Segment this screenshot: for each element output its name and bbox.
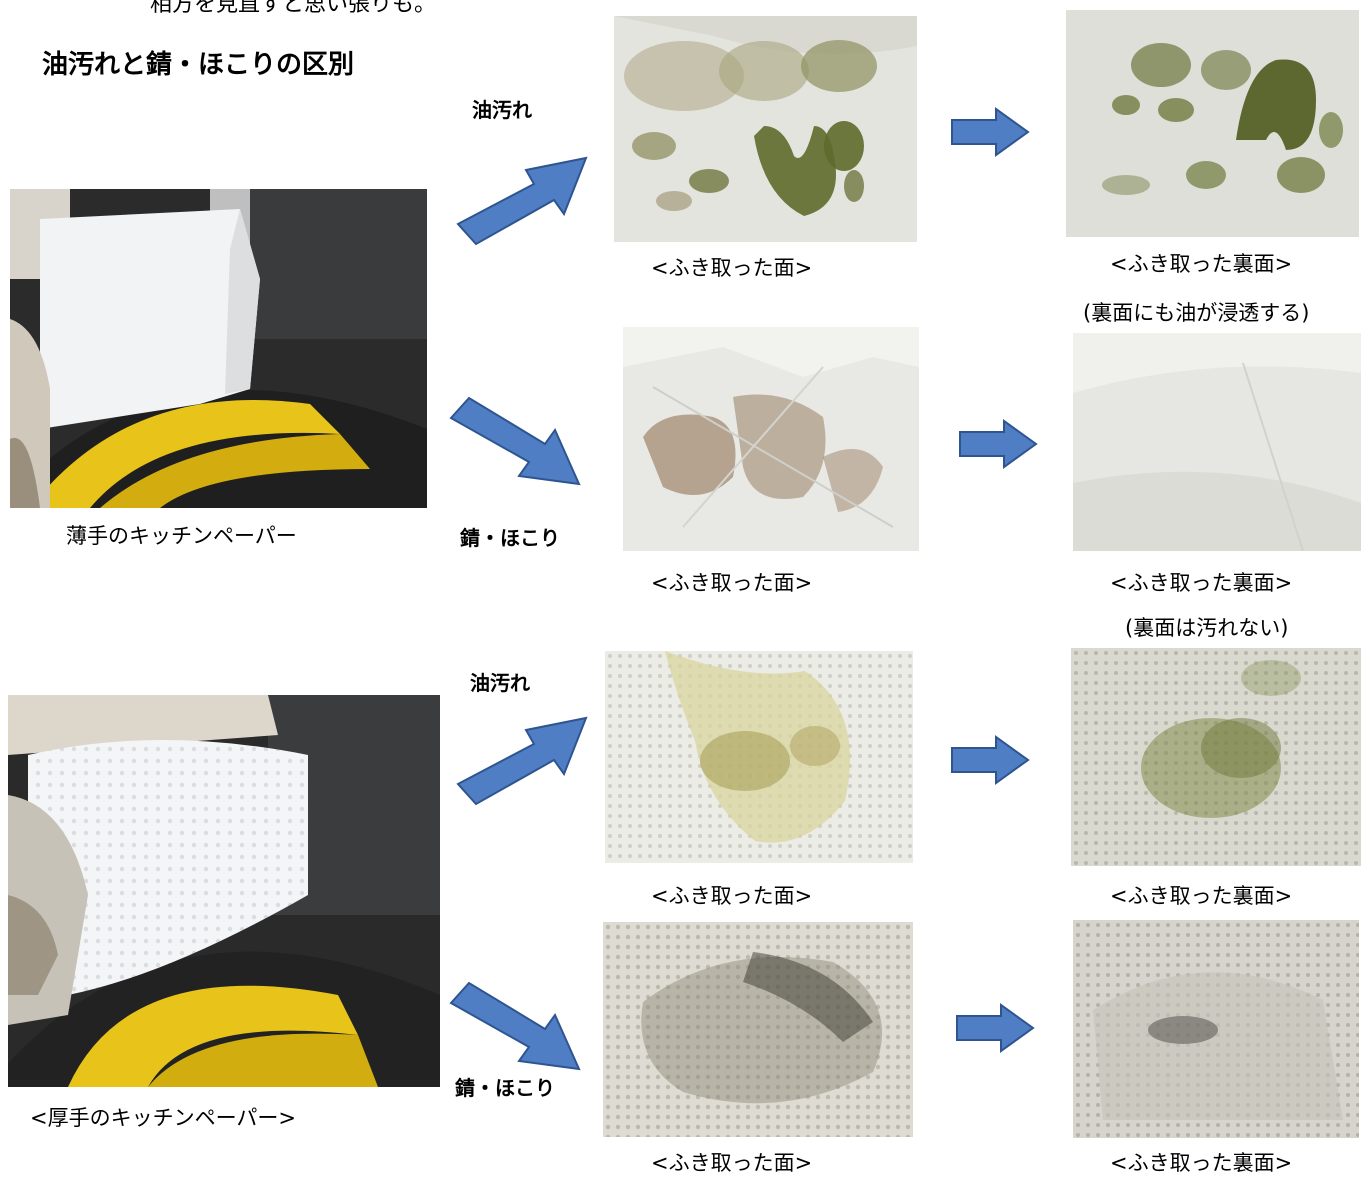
thick-oil-face-photo bbox=[605, 651, 913, 863]
thin-oil-back-note: (裏面にも油が浸透する) bbox=[1083, 301, 1310, 325]
thick-oil-face-caption: <ふき取った面> bbox=[651, 884, 813, 908]
thick-paper-caption: <厚手のキッチンペーパー> bbox=[30, 1106, 296, 1130]
thick-rust-back-photo bbox=[1073, 920, 1359, 1138]
cropped-top-text: 相方を見直すと思い張りも。 bbox=[150, 0, 437, 17]
thin-oil-face-photo bbox=[614, 16, 917, 242]
thin-oil-face-caption: <ふき取った面> bbox=[651, 256, 813, 280]
label-rust-thick: 錆・ほこり bbox=[455, 1076, 555, 1100]
diagonal-down-arrow-icon bbox=[445, 392, 585, 492]
diagonal-up-arrow-icon bbox=[452, 712, 590, 810]
label-rust-thin: 錆・ほこり bbox=[460, 526, 560, 550]
thin-oil-back-photo bbox=[1066, 10, 1359, 237]
diagonal-up-arrow-icon bbox=[452, 152, 590, 250]
thin-rust-back-caption: <ふき取った裏面> bbox=[1110, 571, 1293, 595]
right-arrow-icon bbox=[958, 419, 1038, 469]
diagonal-down-arrow-icon bbox=[445, 977, 585, 1077]
right-arrow-icon bbox=[955, 1003, 1035, 1053]
thin-rust-back-photo bbox=[1073, 333, 1361, 551]
thick-rust-face-caption: <ふき取った面> bbox=[651, 1151, 813, 1175]
right-arrow-icon bbox=[950, 107, 1030, 157]
label-oil-thick: 油汚れ bbox=[470, 671, 530, 695]
thick-rust-face-photo bbox=[603, 922, 913, 1137]
thin-rust-face-caption: <ふき取った面> bbox=[651, 571, 813, 595]
thick-oil-back-photo bbox=[1071, 648, 1361, 866]
right-arrow-icon bbox=[950, 735, 1030, 785]
thin-rust-back-note: (裏面は汚れない) bbox=[1125, 616, 1289, 640]
thick-oil-back-caption: <ふき取った裏面> bbox=[1110, 884, 1293, 908]
thin-rust-face-photo bbox=[623, 327, 919, 551]
thin-paper-caption: 薄手のキッチンペーパー bbox=[66, 524, 297, 548]
thick-rust-back-caption: <ふき取った裏面> bbox=[1110, 1151, 1293, 1175]
thin-oil-back-caption: <ふき取った裏面> bbox=[1110, 252, 1293, 276]
thin-paper-photo bbox=[10, 189, 427, 508]
label-oil-thin: 油汚れ bbox=[472, 98, 532, 122]
section-title: 油汚れと錆・ほこりの区別 bbox=[42, 50, 355, 80]
thick-paper-photo bbox=[8, 695, 440, 1087]
